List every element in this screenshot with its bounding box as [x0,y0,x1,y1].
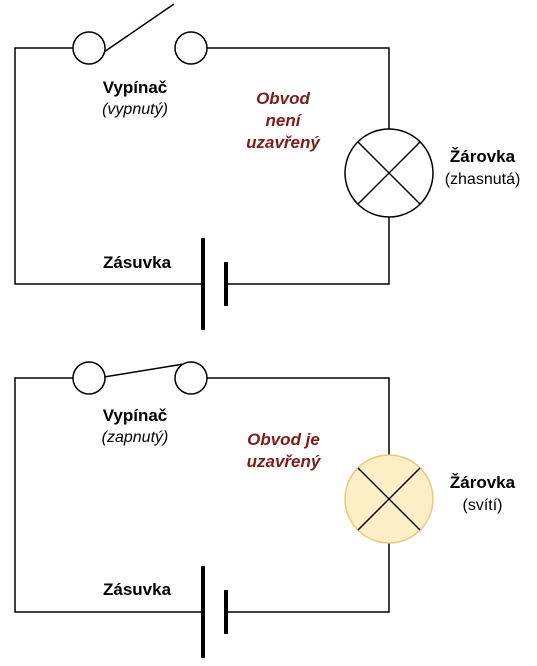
switch-contact-left [72,361,106,395]
bulb-off [344,128,434,218]
circuit-open [14,3,434,330]
wire-top-left [14,377,203,613]
circuit-status: Obvod je uzavřený [246,430,321,471]
circuit-closed [14,361,434,658]
wire-top-right [207,377,390,455]
bulb-state: (svítí) [462,497,503,514]
switch-contact-right [174,31,208,65]
switch-label: Vypínač [102,78,168,97]
wire-bottom-right [226,215,390,285]
bulb-filament-b [357,467,421,531]
wire-bottom-right [226,543,390,613]
switch-state: (zapnutý) [101,429,169,446]
bulb-label: Žárovka [449,473,516,492]
socket-label: Zásuvka [103,253,172,272]
switch-contact-right [174,361,208,395]
switch-lever [103,362,191,378]
switch-lever [103,3,175,53]
bulb-state: (zhasnutá) [444,171,521,188]
switch-state: (vypnutý) [102,101,168,118]
switch-contact-left [72,31,106,65]
circuit-status: Obvod není uzavřený [246,89,320,152]
bulb-lit [344,454,434,544]
wire-top-left [14,47,203,285]
switch-label: Vypínač [102,406,168,425]
bulb-filament-b [357,141,421,205]
wire-top-right [207,47,390,132]
socket-label: Zásuvka [103,580,172,599]
bulb-label: Žárovka [449,147,516,166]
